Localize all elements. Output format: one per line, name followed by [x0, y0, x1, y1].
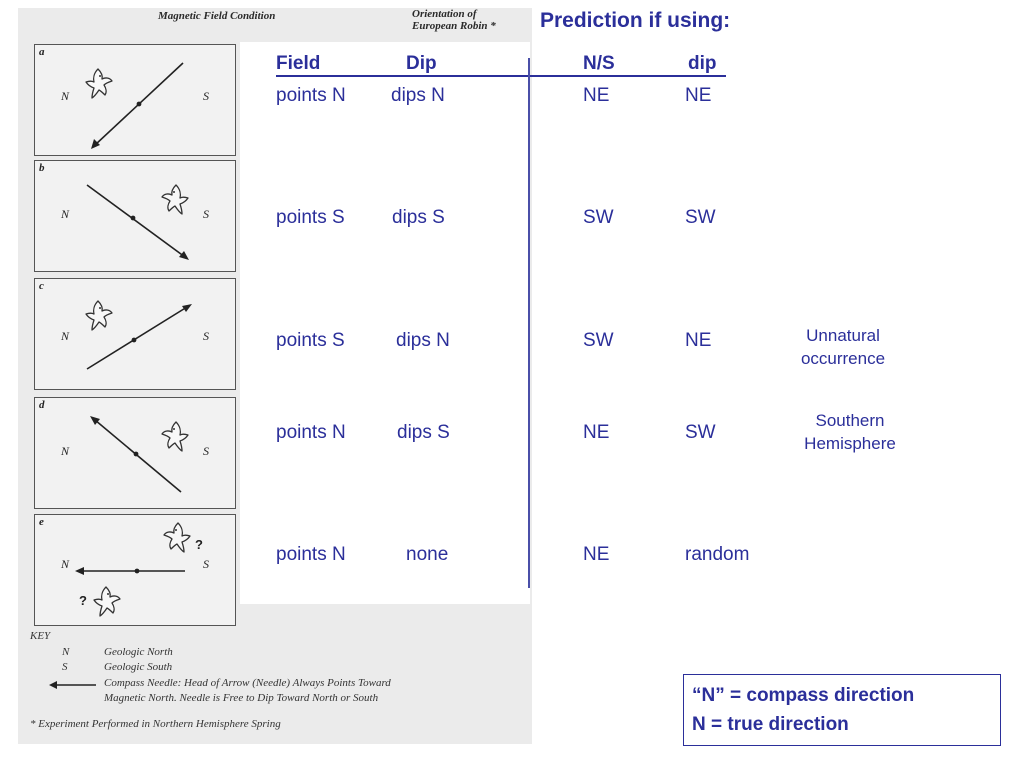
- cell-field: points N: [276, 544, 346, 565]
- compass-needle-icon: [86, 184, 189, 260]
- panel-b: b N S: [34, 160, 236, 272]
- cell-ns: NE: [583, 85, 610, 106]
- south-label: S: [203, 557, 209, 571]
- cell-dip-prediction: SW: [685, 207, 716, 228]
- figure-header: Magnetic Field Condition Orientation of …: [18, 8, 532, 50]
- cell-field: points N: [276, 422, 346, 443]
- key-title: KEY: [30, 630, 51, 642]
- compass-needle-icon: [75, 567, 185, 575]
- legend-line-true: N = true direction: [692, 714, 849, 735]
- panel-e: e N S ? ?: [34, 514, 236, 626]
- row-note: Southern Hemisphere: [804, 411, 896, 453]
- cell-dip-prediction: NE: [685, 85, 712, 106]
- column-divider: [528, 58, 530, 588]
- key-s-text: Geologic South: [104, 661, 173, 673]
- cell-ns: SW: [583, 330, 614, 351]
- cell-dip: dips N: [396, 330, 450, 351]
- uncertain-mark: ?: [79, 593, 87, 608]
- panel-label: e: [39, 516, 44, 528]
- south-label: S: [203, 329, 209, 343]
- header-field: Field: [276, 53, 321, 74]
- row-note: Unnatural occurrence: [800, 326, 886, 368]
- legend-line-compass: “N” = compass direction: [692, 685, 915, 706]
- key-needle-text-2: Magnetic North. Needle is Free to Dip To…: [104, 692, 379, 704]
- cell-dip-prediction: random: [685, 544, 750, 565]
- cell-ns: NE: [583, 544, 610, 565]
- cell-ns: NE: [583, 422, 610, 443]
- north-label: N: [61, 207, 70, 221]
- direction-legend: “N” = compass direction N = true directi…: [683, 674, 1001, 746]
- cell-dip: dips N: [391, 85, 445, 106]
- uncertain-mark: ?: [195, 537, 203, 552]
- south-label: S: [203, 89, 209, 103]
- header-condition: Magnetic Field Condition: [158, 10, 276, 22]
- compass-needle-icon: [86, 304, 192, 370]
- panel-label: c: [39, 280, 44, 292]
- north-label: N: [61, 329, 70, 343]
- south-label: S: [203, 207, 209, 221]
- cell-ns: SW: [583, 207, 614, 228]
- header-underline: [276, 75, 726, 77]
- cell-dip-prediction: SW: [685, 422, 716, 443]
- south-label: S: [203, 444, 209, 458]
- table-background: [240, 42, 530, 604]
- key-footnote: * Experiment Performed in Northern Hemis…: [30, 718, 281, 730]
- panel-label: b: [39, 162, 45, 174]
- key-needle-icon: [49, 681, 96, 689]
- cell-field: points S: [276, 330, 345, 351]
- cell-field: points S: [276, 207, 345, 228]
- panel-label: d: [39, 399, 45, 411]
- panel-c: c N S: [34, 278, 236, 390]
- header-orientation: Orientation of European Robin *: [412, 8, 496, 32]
- north-label: N: [61, 557, 70, 571]
- compass-needle-icon: [91, 62, 184, 149]
- header-ns: N/S: [583, 53, 615, 74]
- north-label: N: [61, 89, 70, 103]
- key-n-symbol: N: [62, 646, 70, 658]
- cell-dip: dips S: [392, 207, 445, 228]
- north-label: N: [61, 444, 70, 458]
- panel-a: a N S: [34, 44, 236, 156]
- cell-dip-prediction: NE: [685, 330, 712, 351]
- key-s-symbol: S: [62, 661, 68, 673]
- key-needle-text-1: Compass Needle: Head of Arrow (Needle) A…: [104, 677, 391, 689]
- key-n-text: Geologic North: [104, 646, 173, 658]
- panel-label: a: [39, 46, 45, 58]
- header-dip: Dip: [406, 53, 437, 74]
- cell-field: points N: [276, 85, 346, 106]
- compass-needle-icon: [90, 416, 182, 493]
- header-dip-prediction: dip: [688, 53, 717, 74]
- cell-dip: none: [406, 544, 449, 565]
- cell-dip: dips S: [397, 422, 450, 443]
- panel-d: d N S: [34, 397, 236, 509]
- prediction-title: Prediction if using:: [540, 9, 731, 32]
